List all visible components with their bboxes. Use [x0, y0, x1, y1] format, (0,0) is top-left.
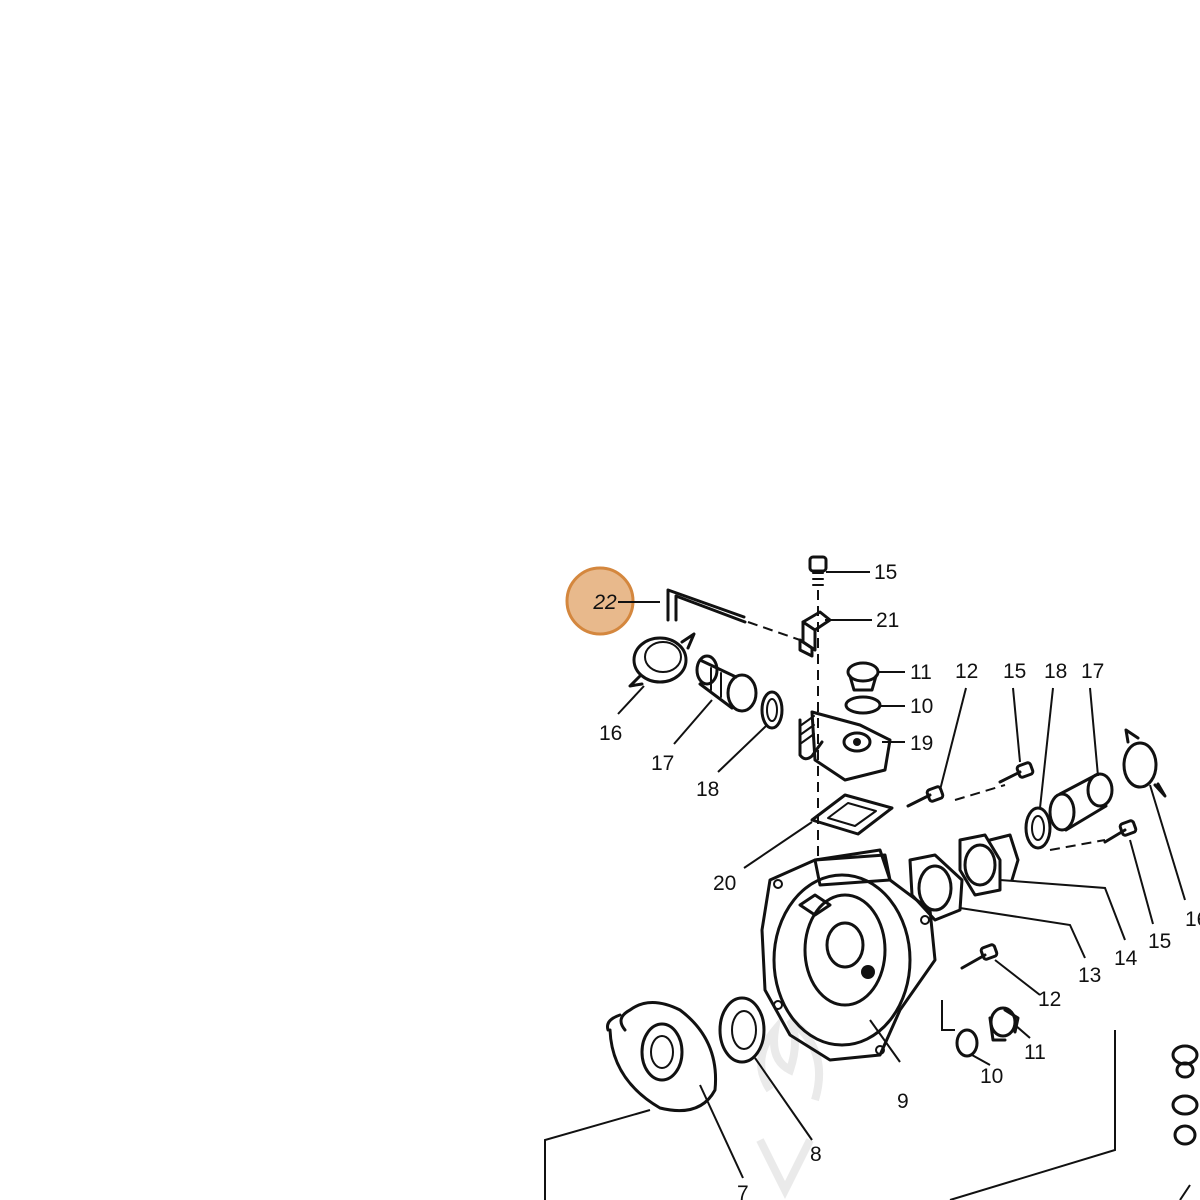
guide-line-right	[954, 784, 1006, 801]
callout-21: 21	[876, 609, 899, 632]
flame-logo-watermark	[756, 1016, 824, 1199]
callout-15-top: 15	[874, 561, 897, 584]
part-17-hose-tail-left	[695, 654, 758, 713]
leader-lines	[617, 571, 1186, 1179]
part-11-plug-top	[846, 661, 880, 692]
guide-line-right-2	[1049, 839, 1106, 851]
guide-bracket-lower	[941, 1000, 955, 1031]
callout-16-right: 16	[1185, 908, 1200, 931]
part-10-oring-top	[844, 695, 882, 715]
callout-18-left: 18	[696, 778, 719, 801]
part-7-volute	[606, 1001, 718, 1113]
callout-16-left: 16	[599, 722, 622, 745]
callout-14: 14	[1114, 947, 1138, 970]
part-9-pump-housing	[760, 848, 937, 1062]
callout-12-lower: 12	[1038, 988, 1061, 1011]
callout-10-lower: 10	[980, 1065, 1003, 1088]
callout-20: 20	[713, 872, 736, 895]
frame-lines	[544, 1030, 1191, 1200]
part-15-bolt-c	[1103, 819, 1138, 844]
callout-18-right: 18	[1044, 660, 1067, 683]
part-13-flange-gasket	[908, 853, 964, 922]
part-14-flange	[958, 833, 1020, 897]
part-12-bolt-a	[906, 785, 945, 808]
part-22-hex-key	[666, 588, 801, 641]
part-18-gasket-right	[1024, 806, 1052, 850]
part-18-gasket-left	[760, 690, 784, 730]
part-15-bolt-b	[998, 761, 1035, 784]
part-12-bolt-lower	[960, 943, 999, 970]
part-17-hose-tail-right	[1048, 772, 1114, 832]
part-11-plug-lower	[988, 1006, 1020, 1042]
callout-11-top: 11	[910, 661, 932, 684]
part-10-oring-lower	[955, 1028, 979, 1058]
callout-17-right: 17	[1081, 660, 1104, 683]
part-21-bracket	[798, 610, 832, 658]
part-19-outlet-elbow	[798, 710, 892, 782]
callout-19: 19	[910, 732, 933, 755]
callout-labels: 15 21 11 10 19 12 15 18 17 16 17 18 20 1…	[599, 561, 1200, 1200]
callout-7: 7	[737, 1182, 749, 1200]
callout-22-label: 22	[592, 591, 617, 614]
callout-15-lower-right: 15	[1148, 930, 1171, 953]
callout-17-left: 17	[651, 752, 674, 775]
right-edge-parts	[1171, 1044, 1199, 1146]
part-16-wing-nut-right	[1122, 728, 1167, 798]
part-16-wing-nut-left	[628, 632, 696, 688]
callout-9: 9	[897, 1090, 909, 1113]
part-20-gasket-square	[810, 793, 894, 836]
callout-10-top: 10	[910, 695, 933, 718]
callout-11-lower: 11	[1024, 1041, 1046, 1064]
part-8-seal	[718, 996, 766, 1064]
callout-15-right: 15	[1003, 660, 1026, 683]
callout-12-top: 12	[955, 660, 978, 683]
callout-22-highlight[interactable]: 22	[565, 566, 660, 636]
callout-8: 8	[810, 1143, 822, 1166]
callout-13: 13	[1078, 964, 1101, 987]
